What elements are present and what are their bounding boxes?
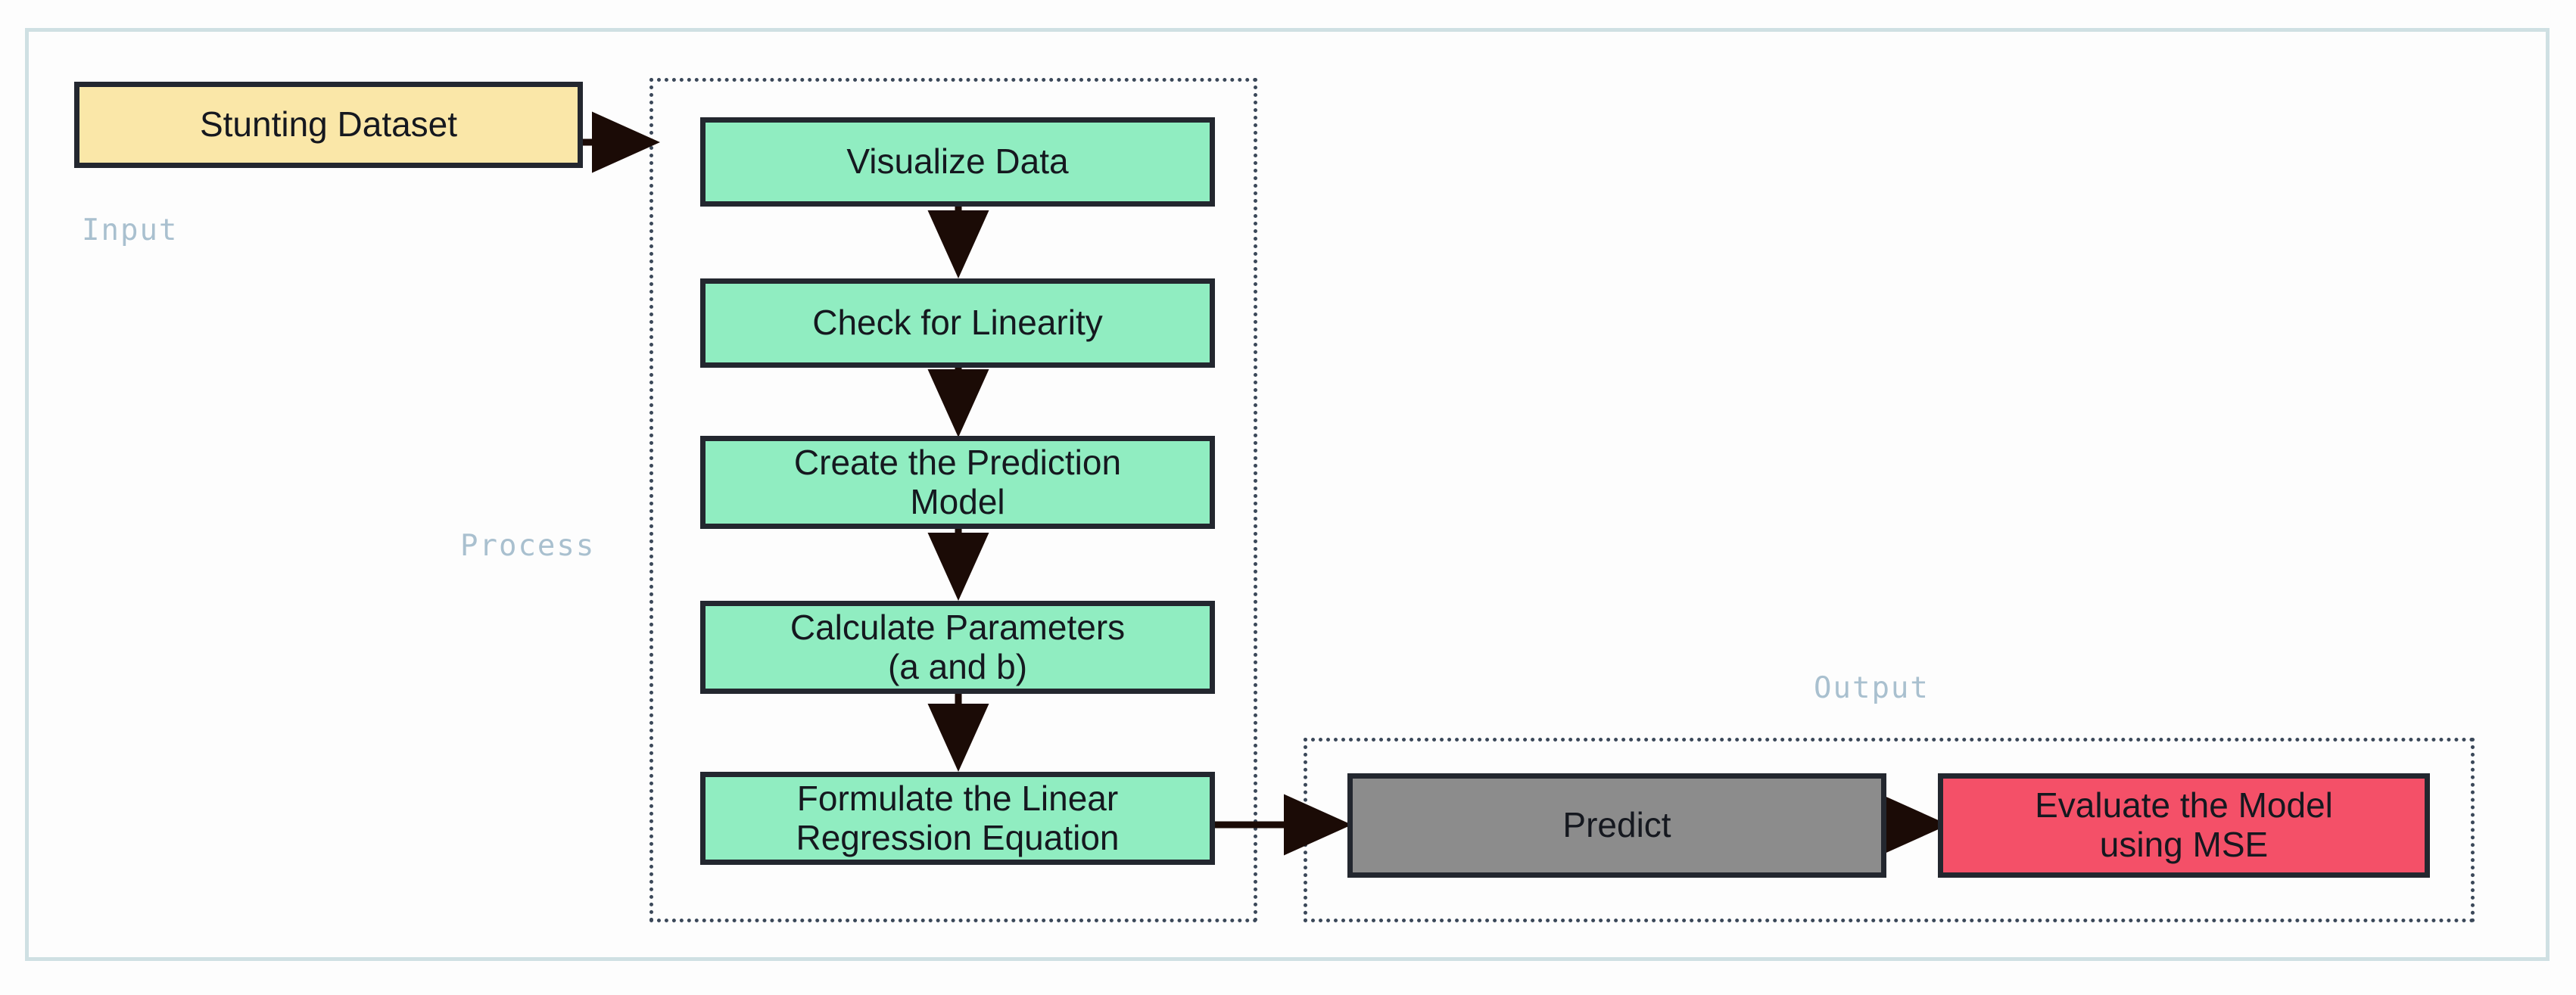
node-stunting-dataset[interactable]: Stunting Dataset [74, 82, 583, 168]
group-label-output: Output [1814, 671, 1930, 705]
group-container-process [649, 78, 1257, 922]
node-calculate-parameters[interactable]: Calculate Parameters (a and b) [700, 601, 1215, 694]
node-visualize-data[interactable]: Visualize Data [700, 117, 1215, 207]
group-label-input: Input [82, 213, 179, 247]
node-evaluate-model-using-mse[interactable]: Evaluate the Model using MSE [1938, 773, 2430, 878]
node-create-prediction-model[interactable]: Create the Prediction Model [700, 436, 1215, 529]
group-label-process: Process [460, 529, 596, 563]
node-formulate-regression-equation[interactable]: Formulate the Linear Regression Equation [700, 772, 1215, 865]
node-predict[interactable]: Predict [1347, 773, 1886, 878]
node-check-for-linearity[interactable]: Check for Linearity [700, 278, 1215, 368]
